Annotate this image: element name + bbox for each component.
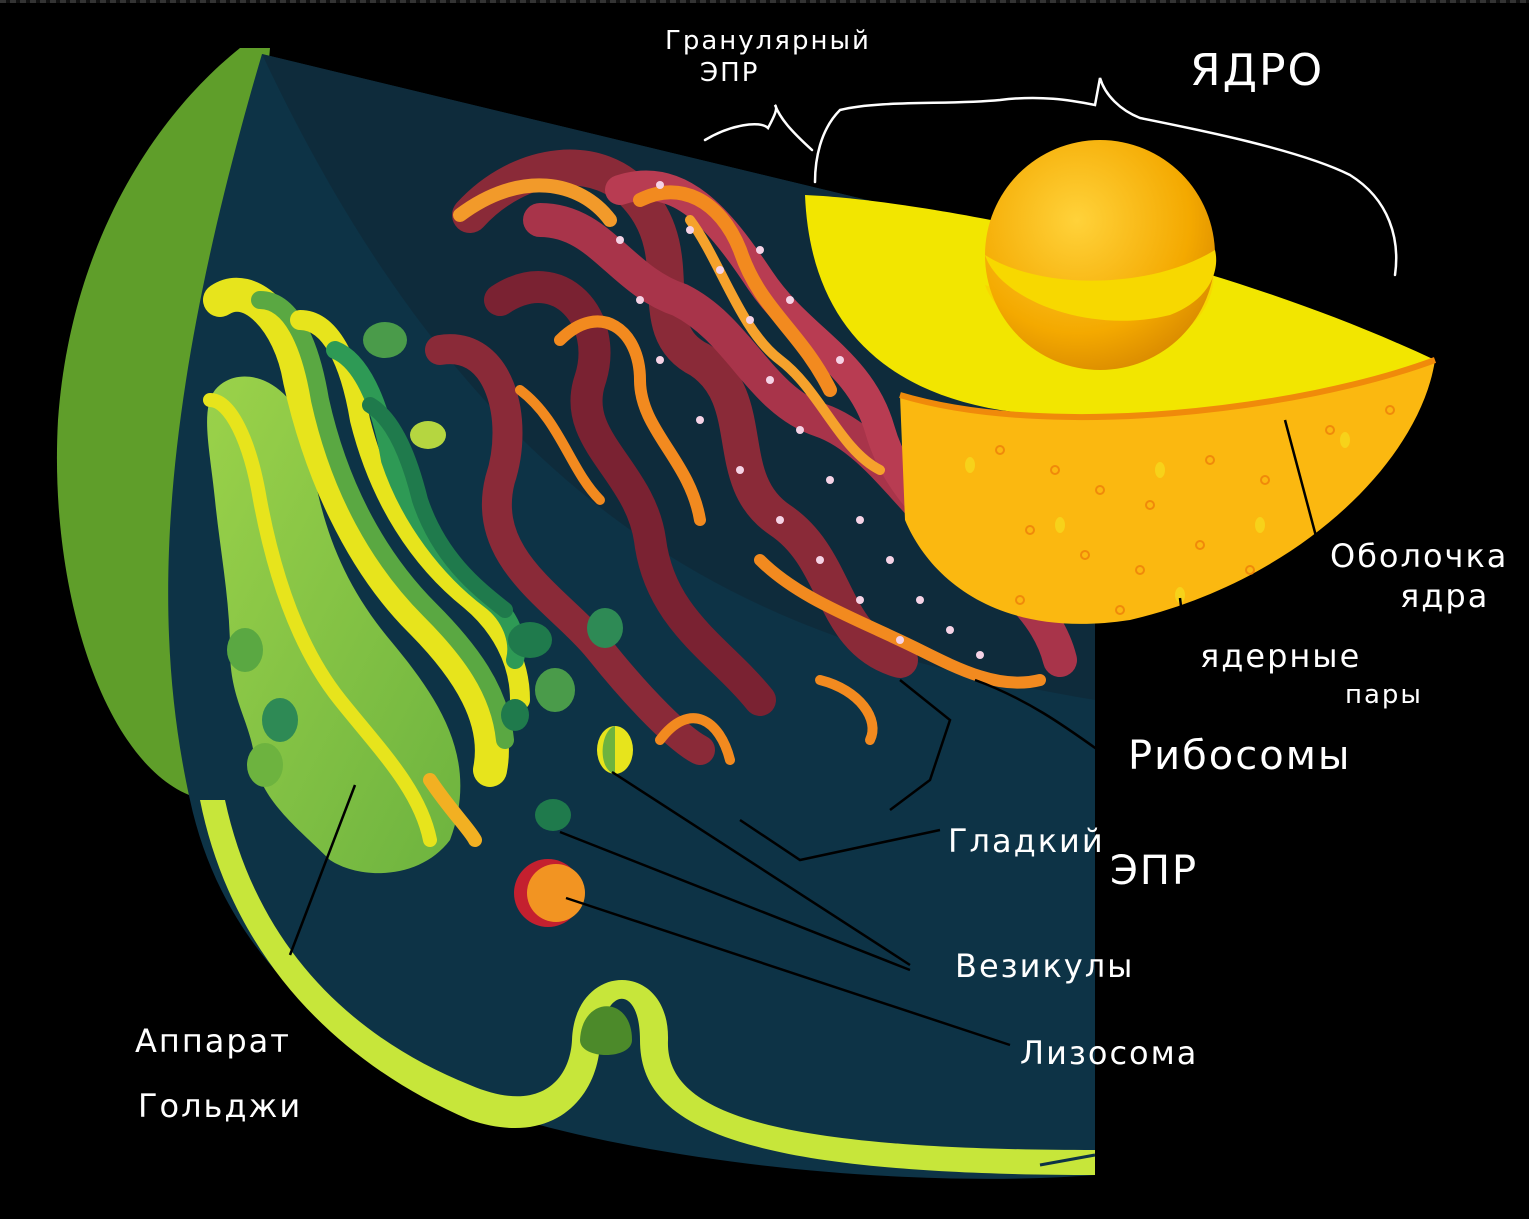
nucleolus	[985, 140, 1215, 370]
label-smooth-er-line1: Гладкий	[948, 825, 1105, 859]
label-lysosome: Лизосома	[1020, 1037, 1198, 1071]
label-nuclear-pores-line1: ядерные	[1200, 640, 1361, 674]
label-granular-er-line2: ЭПР	[700, 60, 759, 87]
label-golgi-line1: Аппарат	[135, 1025, 291, 1059]
label-golgi-line2: Гольджи	[138, 1090, 302, 1124]
label-nuclear-pores-line2: пары	[1345, 682, 1423, 709]
label-granular-er-line1: Гранулярный	[665, 28, 871, 55]
label-nucleus: ЯДРО	[1190, 48, 1324, 94]
label-smooth-er-line2: ЭПР	[1110, 850, 1198, 892]
label-vesicles: Везикулы	[955, 950, 1134, 984]
label-nuclear-envelope-line1: Оболочка	[1330, 540, 1508, 574]
label-nuclear-envelope-line2: ядра	[1400, 580, 1489, 614]
label-ribosomes: Рибосомы	[1128, 735, 1351, 777]
lysosome-core	[527, 864, 585, 922]
